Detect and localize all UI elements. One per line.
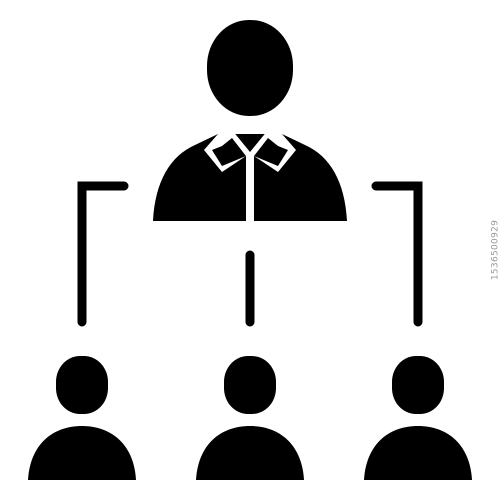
employee-center-icon xyxy=(196,356,304,480)
right-connector-line xyxy=(371,181,423,327)
employee-left-body-icon xyxy=(28,426,136,480)
employee-left-head-icon xyxy=(56,356,108,414)
employee-right-head-icon xyxy=(392,356,444,414)
employee-right-body-icon xyxy=(364,426,472,480)
manager-head-icon xyxy=(207,20,293,116)
connector-lines xyxy=(77,181,423,327)
employee-left-icon xyxy=(28,356,136,480)
left-connector-line xyxy=(77,181,129,327)
employee-center-body-icon xyxy=(196,426,304,480)
employee-right-icon xyxy=(364,356,472,480)
manager-collar-inner-icon xyxy=(212,138,288,166)
stock-image-id: 1536500929 xyxy=(490,219,500,281)
manager-figure-icon xyxy=(153,20,347,221)
employee-center-head-icon xyxy=(224,356,276,414)
